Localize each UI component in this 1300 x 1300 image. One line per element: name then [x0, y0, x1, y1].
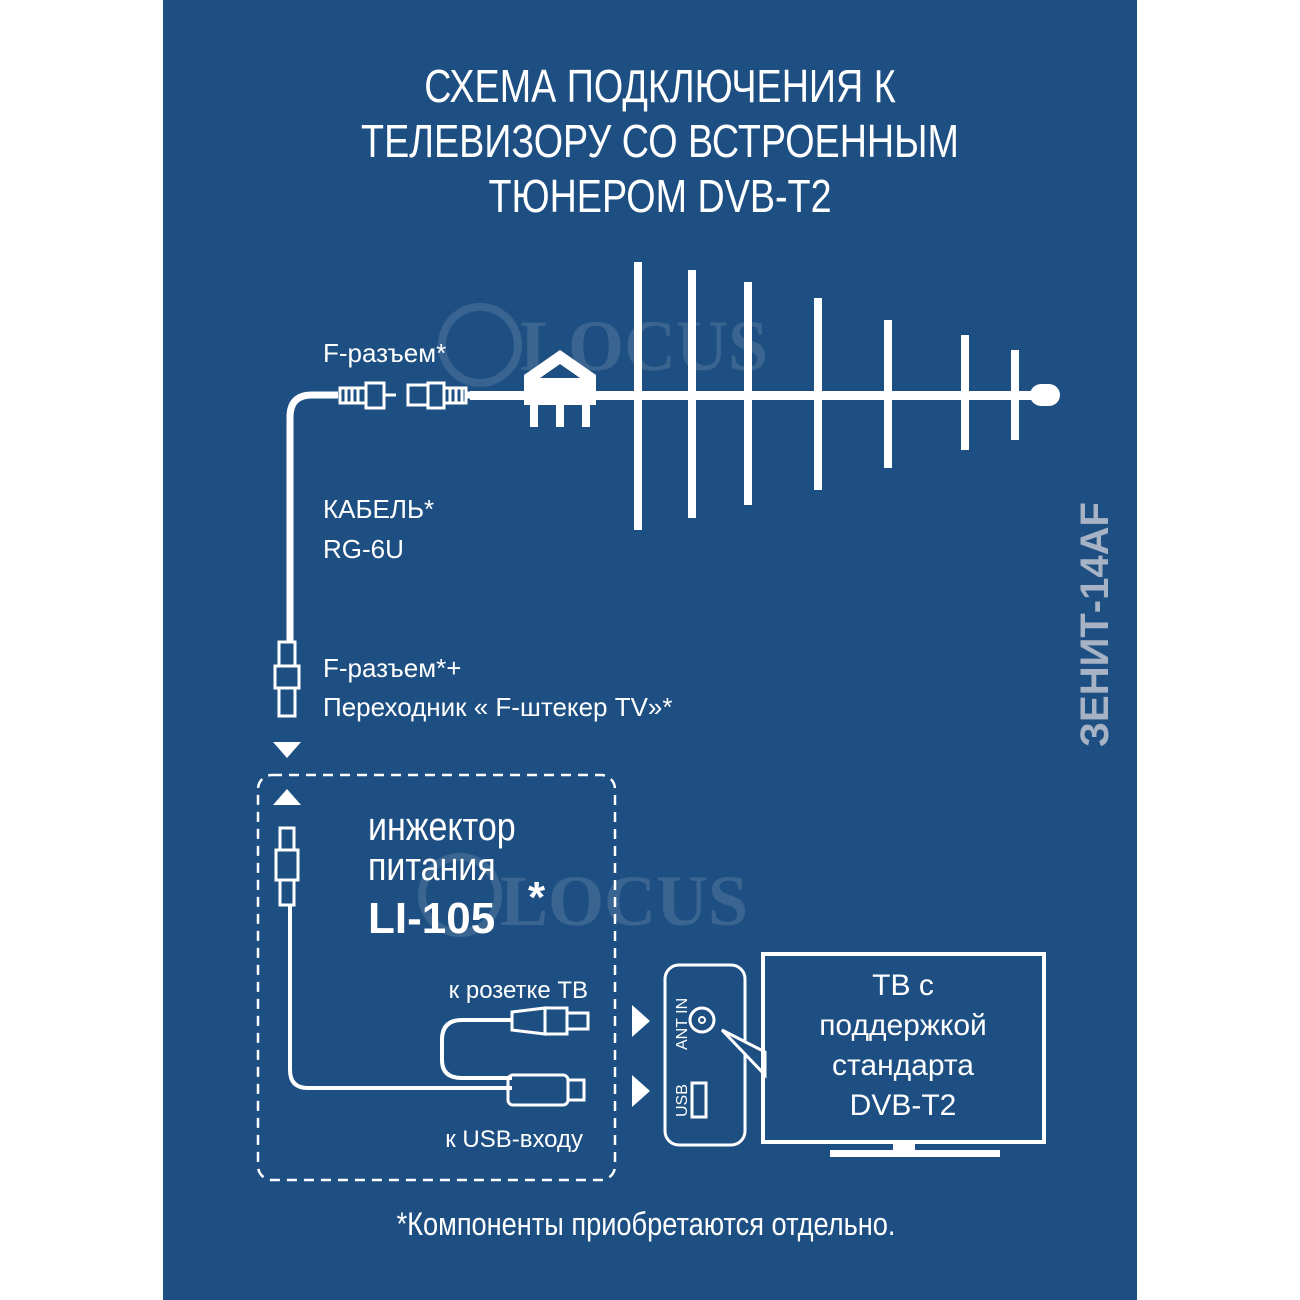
- tv-socket-label: к розетке ТВ: [449, 977, 588, 1004]
- arrow-right-icon: [632, 1005, 650, 1037]
- cable-type-label: RG-6U: [323, 534, 404, 564]
- adapter-label: Переходник « F-штекер TV»*: [323, 692, 673, 722]
- svg-text:инжектор: инжектор: [368, 803, 516, 848]
- arrow-right-icon: [632, 1075, 650, 1107]
- arrow-up-icon: [273, 789, 301, 805]
- injector-model: LI-105: [368, 894, 495, 943]
- page-title: СХЕМА ПОДКЛЮЧЕНИЯ К ТЕЛЕВИЗОРУ СО ВСТРОЕ…: [361, 60, 959, 221]
- svg-text:*Компоненты приобретаются отд: *Компоненты приобретаются отдельно.: [397, 1207, 896, 1243]
- svg-text:DVB-T2: DVB-T2: [850, 1089, 957, 1122]
- tv-cable: [440, 1018, 512, 1080]
- svg-text:поддержкой: поддержкой: [819, 1009, 987, 1042]
- usb-port-icon: [690, 1081, 708, 1119]
- usb-label: к USB-входу: [445, 1126, 583, 1153]
- usb-cable: [288, 905, 512, 1090]
- tv-plug-icon: [510, 1006, 590, 1036]
- svg-text:ANT IN: ANT IN: [674, 998, 691, 1050]
- diagram-panel: [163, 0, 1137, 1300]
- injector-label: инжектор питания: [368, 803, 516, 888]
- svg-text:ТЕЛЕВИЗОРУ СО ВСТРОЕННЫМ: ТЕЛЕВИЗОРУ СО ВСТРОЕННЫМ: [361, 115, 959, 166]
- watermark-bottom: LOCUS: [418, 853, 748, 941]
- f-connector-label: F-разъем*: [323, 338, 446, 368]
- svg-text:стандарта: стандарта: [832, 1049, 974, 1082]
- svg-text:*: *: [528, 873, 546, 922]
- cable-label: КАБЕЛЬ*: [323, 494, 434, 524]
- ant-in-port-icon: [688, 1006, 716, 1034]
- svg-text:ТВ с: ТВ с: [872, 969, 934, 1002]
- arrow-down-icon: [273, 742, 301, 758]
- f-adapter-icon: [273, 640, 301, 718]
- svg-text:USB: USB: [674, 1084, 691, 1117]
- antenna-model-label: ЗЕНИТ-14AF: [1073, 502, 1117, 747]
- svg-text:питания: питания: [368, 843, 496, 888]
- svg-text:LOCUS: LOCUS: [500, 861, 748, 941]
- svg-text:СХЕМА ПОДКЛЮЧЕНИЯ К: СХЕМА ПОДКЛЮЧЕНИЯ К: [424, 60, 896, 111]
- svg-text:ТЮНЕРОМ DVB-T2: ТЮНЕРОМ DVB-T2: [488, 170, 831, 221]
- watermark-top: LOCUS: [438, 303, 768, 387]
- antenna-icon: [470, 262, 1060, 530]
- injector-connector-icon: [274, 826, 300, 907]
- footer-note: *Компоненты приобретаются отдельно.: [397, 1207, 896, 1243]
- coax-cable: [286, 391, 338, 642]
- usb-plug-icon: [506, 1073, 586, 1107]
- tv-label: ТВ с поддержкой стандарта DVB-T2: [819, 969, 987, 1122]
- f-connector-adapter-label: F-разъем*+: [323, 653, 461, 683]
- f-connector-icon: [338, 381, 468, 410]
